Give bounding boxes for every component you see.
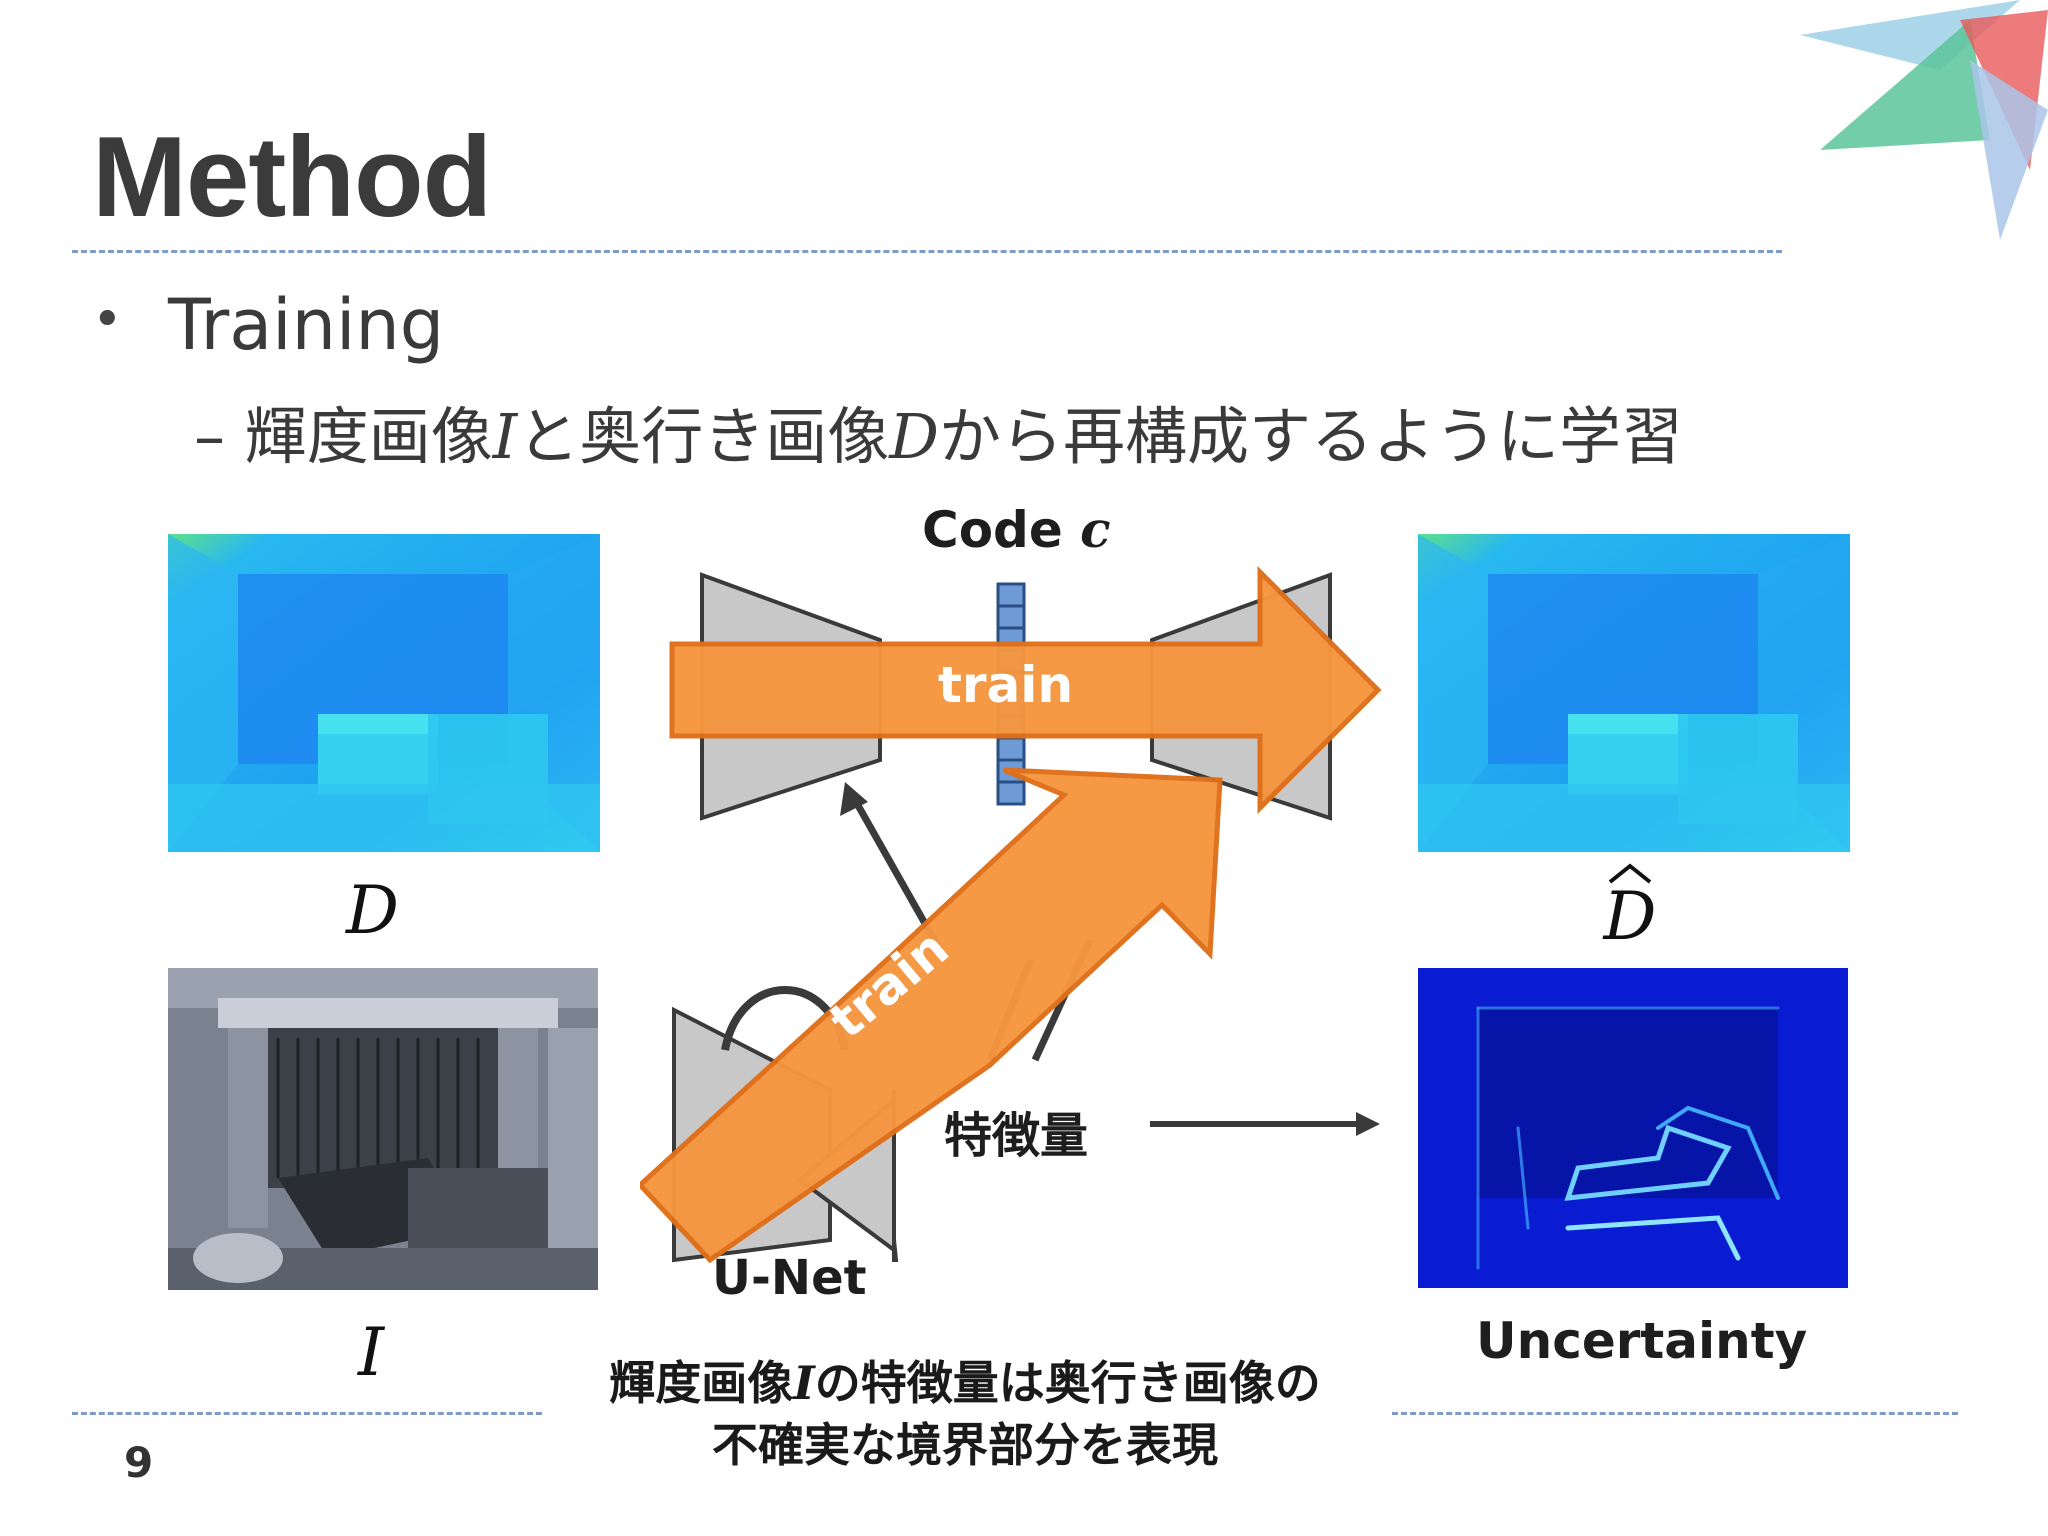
- sub-bullet-text-c: から再構成するように学習: [938, 400, 1683, 473]
- train-arrow-horizontal: [669, 565, 1382, 815]
- sub-bullet: – 輝度画像Iと奥行き画像Dから再構成するように学習: [194, 386, 1683, 476]
- hat-accent-icon: [1608, 863, 1652, 884]
- unet-label: U-Net: [712, 1250, 867, 1306]
- slide-title: Method: [92, 114, 492, 241]
- code-variable: c: [1080, 500, 1111, 559]
- bullet-marker: •: [92, 290, 123, 350]
- train-arrow-diagonal: [640, 767, 1223, 1264]
- arrow-to-uncertainty-icon: [1356, 1112, 1380, 1136]
- depth-output-symbol: D: [1603, 878, 1657, 955]
- caption-text-a: 輝度画像: [609, 1356, 794, 1410]
- sub-bullet-marker: –: [194, 400, 225, 473]
- code-text: Code: [922, 501, 1063, 559]
- uncertainty-image: [1418, 968, 1848, 1288]
- network-diagram: [640, 565, 1382, 1264]
- caption-text-b: の特徴量は奥行き画像の: [814, 1356, 1321, 1410]
- depth-input-label: D: [346, 872, 399, 949]
- feature-label: 特徴量: [944, 1108, 1089, 1164]
- depth-output-image: [1418, 534, 1850, 852]
- train-label-top: train: [938, 656, 1074, 714]
- intensity-image: [168, 968, 598, 1290]
- caption-line-1: 輝度画像Iの特徴量は奥行き画像の: [520, 1352, 1410, 1414]
- intensity-label: I: [358, 1314, 385, 1391]
- depth-output-label: D: [1600, 862, 1660, 955]
- corner-logo: [1800, 0, 2048, 240]
- bullet-text: Training: [168, 284, 445, 366]
- caption: 輝度画像Iの特徴量は奥行き画像の 不確実な境界部分を表現: [520, 1352, 1410, 1476]
- sub-bullet-text-a: 輝度画像: [244, 400, 493, 473]
- arrow-to-encoder-icon: [840, 782, 868, 816]
- footer-divider-left: [72, 1412, 542, 1415]
- sub-bullet-text-b: と奥行き画像: [517, 400, 890, 473]
- caption-line-2: 不確実な境界部分を表現: [712, 1418, 1218, 1472]
- depth-input-image: [168, 534, 600, 852]
- code-label: Code c: [922, 500, 1111, 559]
- footer-divider-right: [1392, 1412, 1958, 1415]
- title-divider: [72, 250, 1782, 253]
- uncertainty-label: Uncertainty: [1476, 1312, 1808, 1370]
- variable-d: D: [889, 400, 939, 473]
- variable-i: I: [492, 400, 518, 473]
- page-number: 9: [124, 1438, 154, 1487]
- caption-variable-i: I: [793, 1356, 815, 1410]
